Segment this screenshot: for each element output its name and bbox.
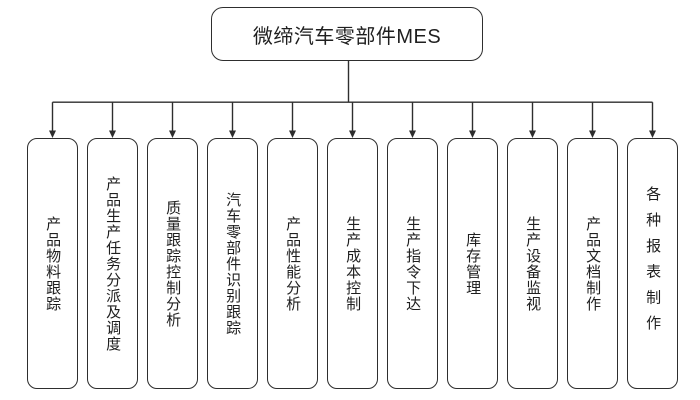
modules-row: 产品物料跟踪 产品生产任务分派及调度 质量跟踪控制分析 汽车零部件识别跟踪 产品… (27, 138, 678, 389)
module-label: 各种报表制作 (644, 186, 662, 341)
module-inventory-management: 库存管理 (447, 138, 498, 389)
module-label: 库存管理 (464, 231, 482, 296)
module-label: 产品性能分析 (284, 215, 302, 312)
module-label: 产品生产任务分派及调度 (104, 175, 122, 352)
module-production-cost-control: 生产成本控制 (327, 138, 378, 389)
module-product-performance-analysis: 产品性能分析 (267, 138, 318, 389)
arrowhead-5 (289, 130, 296, 138)
module-production-task-dispatch-scheduling: 产品生产任务分派及调度 (87, 138, 138, 389)
module-production-equipment-monitoring: 生产设备监视 (507, 138, 558, 389)
arrowhead-1 (49, 130, 56, 138)
arrowheads (49, 130, 656, 138)
module-label: 生产设备监视 (524, 215, 542, 312)
arrowhead-9 (529, 130, 536, 138)
connector-tree (51, 61, 654, 132)
module-auto-parts-identification-tracking: 汽车零部件识别跟踪 (207, 138, 258, 389)
module-quality-tracking-control-analysis: 质量跟踪控制分析 (147, 138, 198, 389)
root-node-mes: 微缔汽车零部件MES (211, 7, 483, 61)
module-label: 产品文档制作 (584, 215, 602, 312)
module-production-order-issuing: 生产指令下达 (387, 138, 438, 389)
root-node-label: 微缔汽车零部件MES (252, 25, 442, 48)
module-label: 生产成本控制 (344, 215, 362, 312)
arrowhead-2 (109, 130, 116, 138)
arrowhead-8 (469, 130, 476, 138)
arrowhead-7 (409, 130, 416, 138)
module-product-document-creation: 产品文档制作 (567, 138, 618, 389)
module-report-creation: 各种报表制作 (627, 138, 678, 389)
arrowhead-3 (169, 130, 176, 138)
module-label: 产品物料跟踪 (44, 215, 62, 312)
arrowhead-11 (649, 130, 656, 138)
module-product-material-tracking: 产品物料跟踪 (27, 138, 78, 389)
arrowhead-10 (589, 130, 596, 138)
arrowhead-6 (349, 130, 356, 138)
module-label: 生产指令下达 (404, 215, 422, 312)
module-label: 汽车零部件识别跟踪 (224, 191, 242, 336)
module-label: 质量跟踪控制分析 (164, 199, 182, 328)
arrowhead-4 (229, 130, 236, 138)
